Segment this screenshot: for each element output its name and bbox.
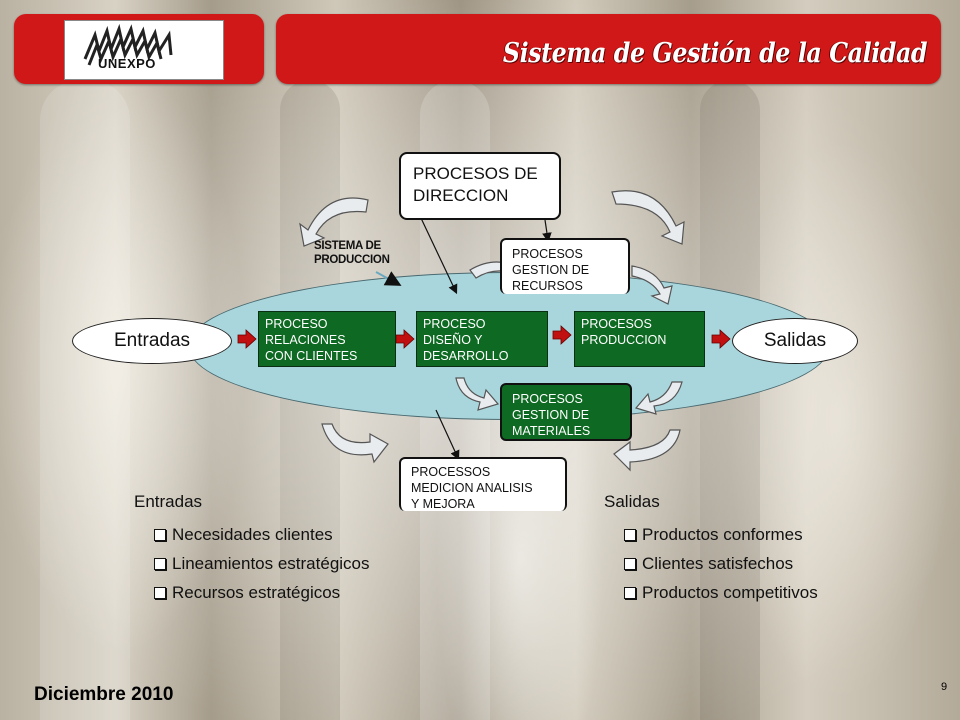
recursos-box: PROCESOS GESTION DE RECURSOS: [500, 238, 630, 294]
entradas-list: Necesidades clientes Lineamientos estrat…: [154, 520, 370, 607]
list-item: Productos competitivos: [624, 578, 818, 607]
produccion-box: PROCESOS PRODUCCION: [574, 311, 705, 367]
unexpo-logo: [64, 20, 224, 80]
sistema-produccion-label: SISTEMA DE PRODUCCION: [314, 240, 390, 266]
salidas-list-title: Salidas: [604, 492, 660, 511]
entradas-list-title: Entradas: [134, 492, 203, 511]
checkbox-bullet-icon: [154, 586, 166, 599]
logo-panel: UNEXPO: [14, 14, 264, 84]
list-item: Clientes satisfechos: [624, 549, 818, 578]
salidas-list: Productos conformes Clientes satisfechos…: [624, 520, 818, 607]
logo-emblem-icon: [83, 23, 173, 66]
list-item: Recursos estratégicos: [154, 578, 370, 607]
list-item: Necesidades clientes: [154, 520, 370, 549]
checkbox-bullet-icon: [624, 586, 636, 599]
checkbox-bullet-icon: [154, 557, 166, 570]
footer-date: Diciembre 2010: [34, 684, 174, 705]
title-banner: Sistema de Gestión de la Calidad: [276, 14, 941, 84]
entradas-oval: Entradas: [72, 318, 232, 364]
materiales-box: PROCESOS GESTION DE MATERIALES: [500, 383, 632, 441]
logo-text: UNEXPO: [98, 56, 156, 71]
checkbox-bullet-icon: [154, 528, 166, 541]
salidas-oval: Salidas: [732, 318, 858, 364]
checkbox-bullet-icon: [624, 528, 636, 541]
relaciones-box: PROCESO RELACIONES CON CLIENTES: [258, 311, 396, 367]
page-number: 9: [941, 681, 948, 693]
medicion-box: PROCESSOS MEDICION ANALISIS Y MEJORA: [399, 457, 567, 511]
list-item: Productos conformes: [624, 520, 818, 549]
direccion-box: PROCESOS DE DIRECCION: [399, 152, 561, 220]
list-item: Lineamientos estratégicos: [154, 549, 370, 578]
diseno-box: PROCESO DISEÑO Y DESARROLLO: [416, 311, 548, 367]
page-title: Sistema de Gestión de la Calidad: [502, 38, 928, 69]
checkbox-bullet-icon: [624, 557, 636, 570]
